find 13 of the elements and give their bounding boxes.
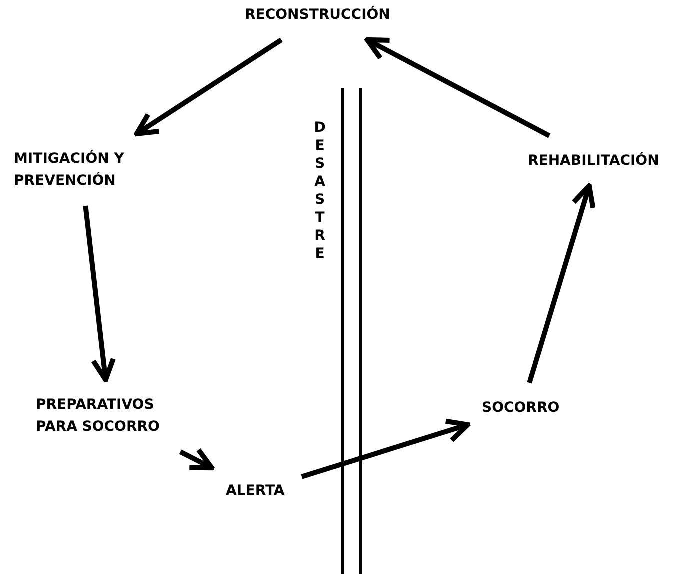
arrow — [527, 184, 596, 384]
stage-label: RECONSTRUCCIÓN — [245, 4, 395, 26]
stage-label: ALERTA — [226, 480, 288, 502]
arrow — [364, 38, 551, 138]
arrow — [134, 38, 283, 136]
stage-label: REHABILITACIÓN — [528, 150, 666, 172]
stage-label: SOCORRO — [482, 397, 562, 419]
arrow — [179, 448, 214, 471]
arrow — [83, 206, 116, 382]
stage-label: MITIGACIÓN Y PREVENCIÓN — [14, 148, 149, 192]
vertical-label: DESASTRE — [312, 120, 328, 264]
arrow — [301, 418, 470, 480]
stage-label: PREPARATIVOS PARA SOCORRO — [36, 394, 184, 438]
